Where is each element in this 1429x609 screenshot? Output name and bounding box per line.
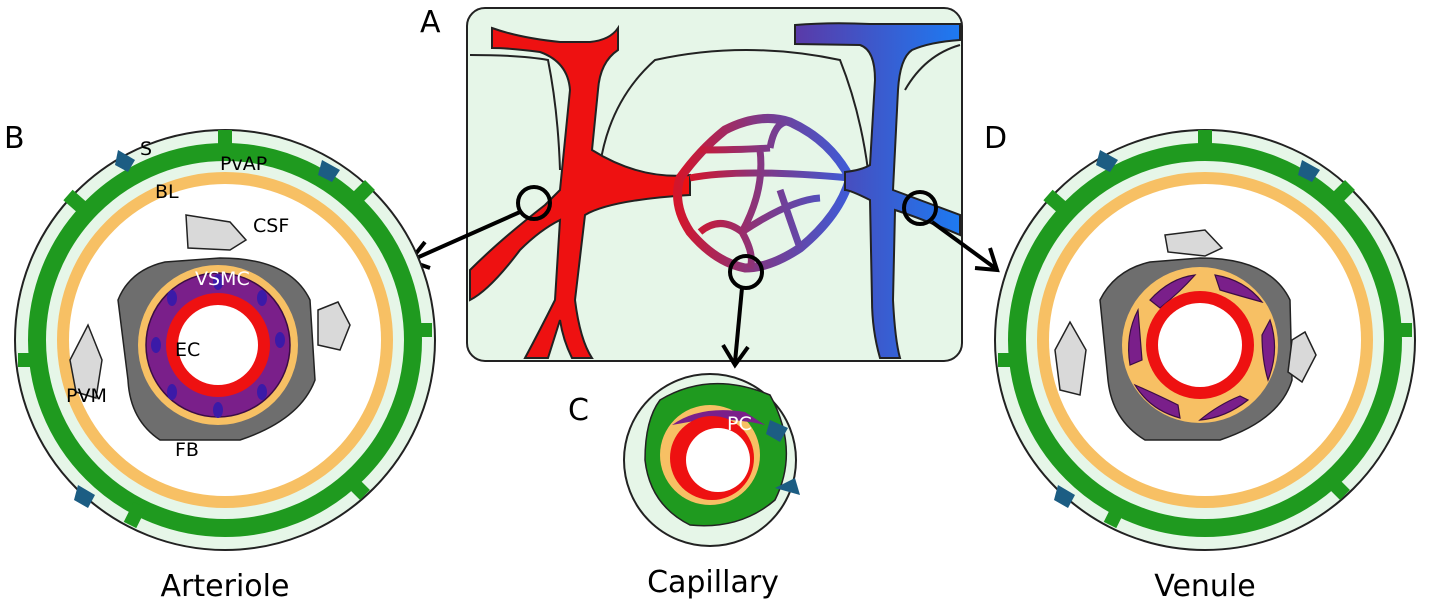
venule-macrophage-left <box>1054 320 1087 396</box>
arteriole-astrocyte-processes <box>18 130 432 529</box>
arteriole-macrophage-top <box>185 214 248 251</box>
arrow-to-arteriole <box>411 210 521 262</box>
capillary-stomata <box>766 420 800 495</box>
arteriole-stomata <box>74 150 340 508</box>
capillary-branches <box>689 118 851 270</box>
label-pc: PC <box>727 413 752 435</box>
artery-vessel <box>469 24 691 359</box>
vein-vessel <box>794 22 961 359</box>
venule-astrocyte-processes <box>998 130 1412 529</box>
panel-b: S BL PvAP CSF VSMC EC PVM FB B Arteriole <box>4 121 436 604</box>
arteriole-lumen <box>178 305 258 385</box>
zoom-circle-capillary <box>728 254 764 290</box>
caption-arteriole: Arteriole <box>161 569 290 604</box>
label-ec: EC <box>175 339 200 361</box>
label-csf: CSF <box>253 215 289 237</box>
panel-a: A <box>420 5 963 362</box>
venule-macrophage-right <box>1287 330 1317 384</box>
panel-d: D Venule <box>984 121 1416 604</box>
panel-c-letter: C <box>568 393 589 428</box>
panel-c: PC C Capillary <box>568 373 800 600</box>
panel-b-letter: B <box>4 121 25 156</box>
label-vsmc: VSMC <box>195 268 250 290</box>
arteriole-macrophage-left <box>69 323 103 399</box>
zoom-circle-venule <box>902 190 938 226</box>
zoom-circle-arteriole <box>516 185 552 221</box>
arteriole-macrophage-right <box>317 301 351 351</box>
arteriole-astrocyte-endfeet <box>28 143 422 537</box>
arrow-head-capillary <box>721 343 750 369</box>
arrow-head-venule <box>974 247 1000 273</box>
capillary-lumen <box>686 428 750 492</box>
tissue-outline <box>469 44 961 171</box>
label-pvap: PvAP <box>220 153 267 175</box>
label-fb: FB <box>175 439 199 461</box>
venule-astrocyte-endfeet <box>1008 143 1402 537</box>
venule-vsmc-cells <box>1128 274 1276 421</box>
label-pvm: PVM <box>66 385 107 407</box>
caption-capillary: Capillary <box>647 565 779 600</box>
venule-lumen <box>1158 303 1242 387</box>
arrow-to-capillary <box>733 287 744 363</box>
arteriole-vsmc-nuclei <box>151 274 285 418</box>
capillary-loop <box>673 113 855 273</box>
label-bl: BL <box>155 181 179 203</box>
panel-d-letter: D <box>984 121 1007 156</box>
caption-venule: Venule <box>1154 569 1255 604</box>
arrow-to-venule <box>930 220 997 270</box>
venule-macrophage-top <box>1164 229 1224 257</box>
panel-a-letter: A <box>420 5 441 40</box>
label-s: S <box>140 138 152 160</box>
venule-stomata <box>1054 150 1320 508</box>
